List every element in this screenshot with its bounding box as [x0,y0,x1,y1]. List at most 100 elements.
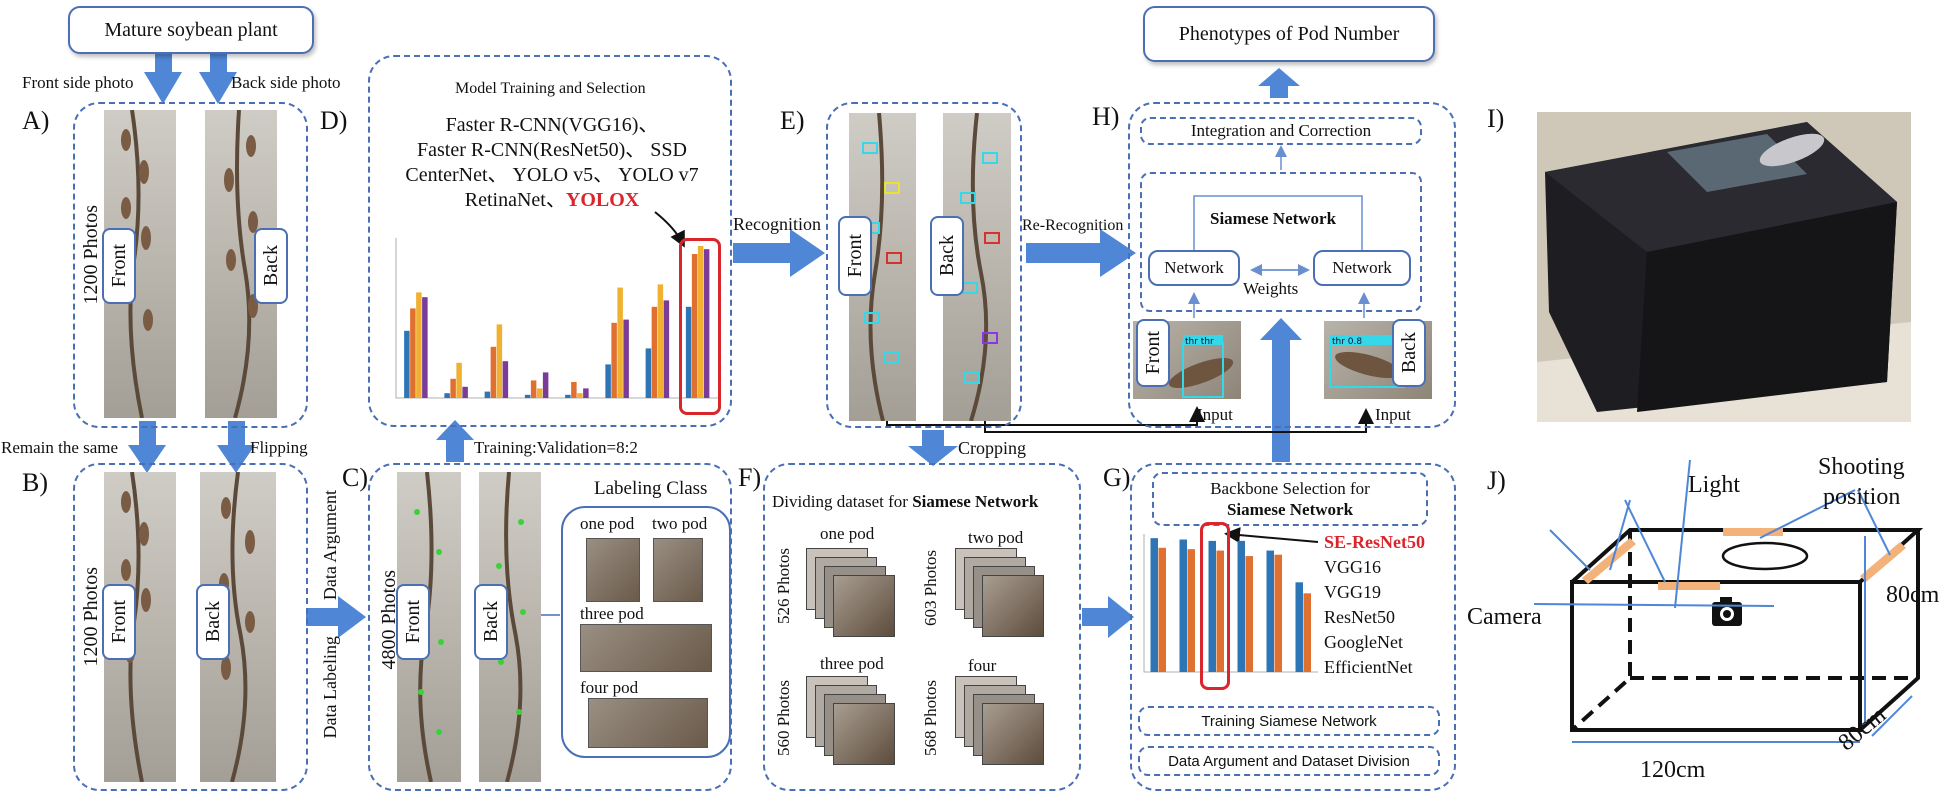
panel-c-letter: C) [342,463,368,492]
overlay-left: thr thr [1185,337,1214,347]
chart-bar [565,394,571,398]
height-label: 80cm [1886,582,1940,608]
chart-bar [484,391,491,398]
group-three-count: 560 Photos [774,680,793,757]
arrow-to-output [1258,68,1300,98]
models-line-2: Faster R-CNN(ResNet50)、 SSD [417,139,687,161]
back-tag-c: Back [474,584,508,660]
chart-bar [1274,554,1282,672]
backbone-googlenet: GoogleNet [1324,632,1403,652]
group-three-label: three pod [820,654,884,673]
panel-e [826,102,1022,428]
arrow-down-front [144,42,182,104]
dividing-title-bold: Siamese Network [912,492,1039,511]
back-side-label: Back side photo [231,73,341,92]
panel-f [763,463,1081,791]
training-siamese-box: Training Siamese Network [1138,706,1440,736]
panel-a [73,102,308,428]
models-line-3: CenterNet、 YOLO v5、 YOLO v7 [405,164,699,186]
stacked-photo [982,703,1044,765]
stacked-photo [833,703,895,765]
panel-g-letter: G) [1103,463,1131,492]
back-photo-c [479,472,541,782]
weights-label: Weights [1243,279,1299,298]
group-one-count: 526 Photos [774,548,793,625]
shooting-label-1: Shooting [1818,454,1905,480]
chart-bar [496,324,503,398]
panel-h-letter: H) [1092,102,1120,131]
recognition-label: Recognition [733,214,821,234]
front-photo-e [849,113,916,421]
chart-bar [450,378,456,398]
photo-count-a: 1200 Photos [80,205,102,305]
chart-bar [416,292,422,398]
panel-g [1130,463,1456,791]
chart-bar [1245,556,1253,672]
width-label: 120cm [1640,757,1706,783]
chart-bar [502,361,509,398]
panel-c [368,463,732,791]
chart-bar [657,284,664,398]
arrow-to-d [436,420,474,462]
panel-f-letter: F) [738,463,762,492]
panel-b [73,463,308,791]
yolox-highlight: YOLOX [565,189,640,211]
photo-box-schematic [1533,460,1924,743]
labeling-class-title: Labeling Class [594,478,708,499]
cropping-label: Cropping [958,438,1027,458]
chart-bar [1158,547,1166,672]
models-line-1: Faster R-CNN(VGG16)、 [445,114,659,136]
labeling-class-box [561,506,731,758]
stacked-photo [833,575,895,637]
photo-box-image [1537,112,1911,422]
siamese-network-title: Siamese Network [1210,209,1337,228]
chart-bar [697,246,704,398]
back-tag-a: Back [254,228,288,304]
arrow-recognition [733,229,825,277]
chart-bar [583,388,589,398]
arrow-down-back [199,42,237,104]
chart-bar [1150,538,1158,672]
chart-bar [490,346,497,398]
front-tag-c: Front [396,584,430,660]
chart-bar [623,319,629,398]
backbone-efficientnet: EfficientNet [1324,657,1413,677]
chart-axis [395,238,718,399]
label-three-pod: three pod [580,604,644,623]
arrow-remain [128,421,166,473]
chart-bar [1266,550,1274,672]
panel-b-letter: B) [22,468,48,497]
flipping-label: Flipping [250,438,308,457]
label-one-pod: one pod [580,514,635,533]
front-side-label: Front side photo [22,73,134,92]
network-right: Network [1313,250,1411,286]
chart-bar [404,330,410,398]
data-argument-label: Data Argument [320,490,340,601]
group-four-label: four [968,656,997,675]
label-two-pod: two pod [652,514,708,533]
yolox-highlight-box [679,238,721,415]
front-tag-a: Front [102,228,136,304]
chart-axis [1143,534,1318,673]
chart-bar [530,380,537,398]
panel-d [368,55,732,427]
back-tag-b: Back [196,584,230,660]
chart-bar [542,372,549,398]
chart-bar [536,388,543,398]
arrow-re-recognition [1026,229,1136,277]
integration-box: Integration and Correction [1140,117,1422,145]
chart-bar [462,386,468,398]
input-right-label: Input [1375,405,1411,424]
backbone-resnet50: ResNet50 [1324,607,1395,627]
chart-bar [1303,593,1311,672]
panel-h [1128,102,1456,428]
chart-bar [577,393,583,398]
panel-a-letter: A) [22,106,50,135]
group-two-label: two pod [968,528,1024,547]
backbone-vgg19: VGG19 [1324,582,1381,602]
chart-bar [410,308,416,398]
chart-bar [605,364,611,398]
output-box: Phenotypes of Pod Number [1143,6,1435,62]
